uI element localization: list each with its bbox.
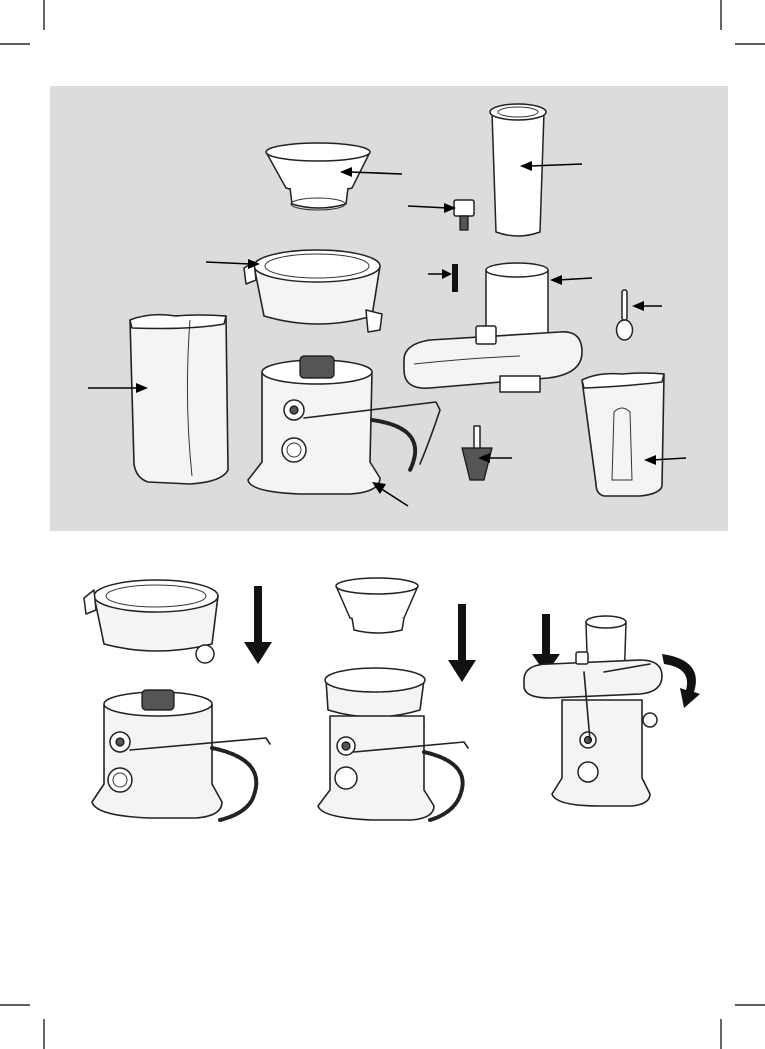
down-arrow-icon bbox=[448, 604, 476, 682]
assembly-step-1 bbox=[84, 580, 272, 820]
assembly-step-2 bbox=[318, 578, 476, 820]
exploded-parts-view bbox=[50, 86, 728, 531]
rotate-arrow-icon bbox=[662, 654, 700, 708]
down-arrow-icon bbox=[244, 586, 272, 664]
assembly-step-3 bbox=[524, 614, 700, 806]
